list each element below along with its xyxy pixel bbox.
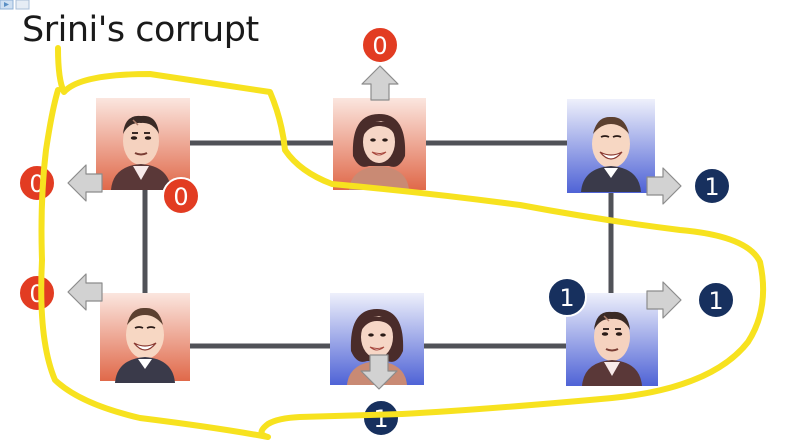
node-smiling-man-bottom-left (100, 293, 190, 384)
node-woman-top-middle (333, 98, 426, 191)
badge-value: 1 (373, 405, 388, 433)
badge-top-left-own: 0 (162, 177, 200, 215)
highlight-loop (38, 45, 767, 440)
badge-bottom-middle-out: 1 (362, 399, 400, 437)
badge-value: 1 (704, 173, 719, 201)
badge-top-right-out: 1 (693, 167, 731, 205)
annotation-text: Srini's corrupt (22, 10, 259, 50)
badge-value: 0 (372, 32, 387, 60)
badge-value: 0 (173, 183, 188, 211)
badge-bottom-left-out: 0 (18, 274, 56, 312)
badge-value: 1 (708, 287, 723, 315)
badge-bottom-right-own: 1 (547, 277, 587, 317)
corner-toolbar-icon[interactable] (0, 0, 30, 10)
badge-bottom-right-out: 1 (697, 281, 735, 319)
badge-value: 1 (559, 284, 574, 312)
arrow-up-icon (361, 65, 399, 101)
edges (142, 140, 614, 349)
badge-top-middle-out: 0 (361, 26, 399, 64)
arrow-left-icon (67, 273, 103, 311)
badge-top-left-out: 0 (18, 164, 56, 202)
person-photo-icon (348, 113, 410, 191)
node-smiling-man-top-right (567, 99, 655, 193)
node-srini-top-left (96, 98, 190, 191)
